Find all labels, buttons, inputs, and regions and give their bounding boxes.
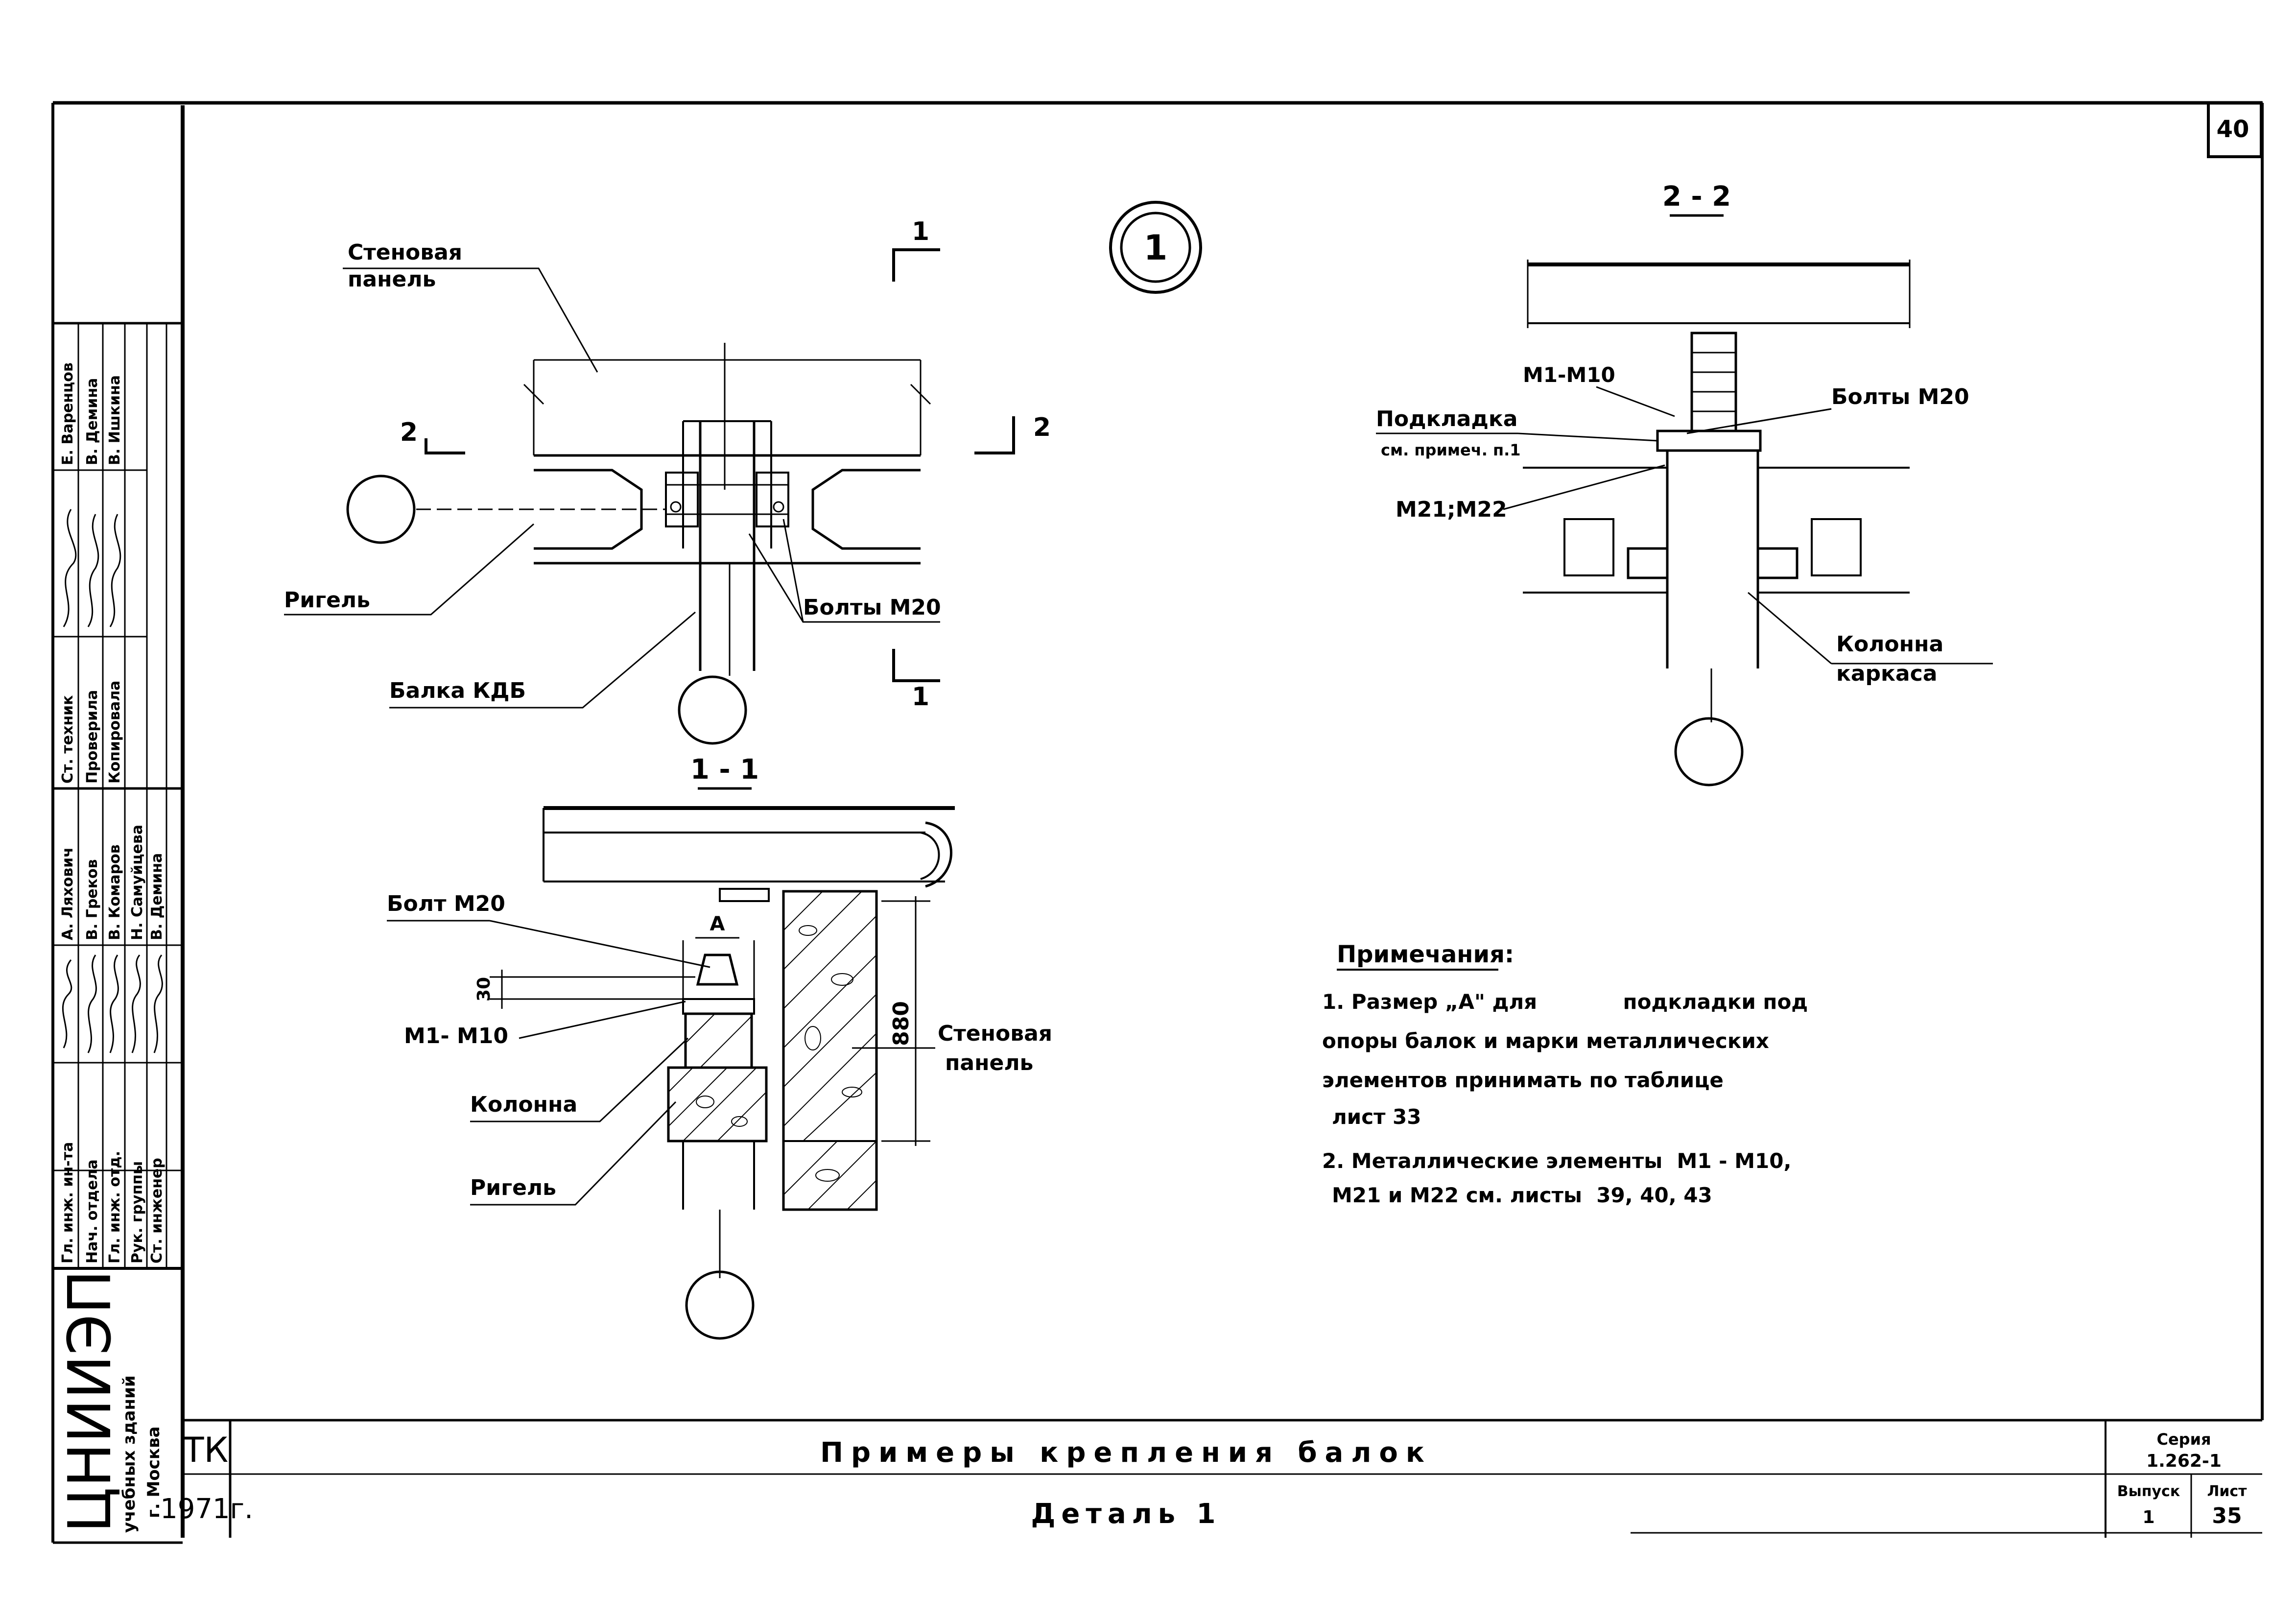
signature-2 <box>87 954 97 1053</box>
sec11-axis-marker <box>685 1270 755 1340</box>
sheet-number-box: 40 <box>2207 101 2263 158</box>
sheet-number: 40 <box>2217 116 2249 143</box>
sec11-bolt: Болт М20 <box>387 891 505 916</box>
stamp-top-role-2: Проверила <box>84 690 101 784</box>
org-name: ЦНИИЭП <box>56 1270 124 1533</box>
stamp-role-2: Нач. отдела <box>84 1159 101 1263</box>
sheet-label: Лист <box>2207 1483 2247 1500</box>
sec11-title: 1 - 1 <box>690 754 759 786</box>
title-block: ТК 1971г. Примеры крепления балок Деталь… <box>160 1419 2262 1538</box>
plan-sec-left-num: 2 <box>400 418 418 447</box>
sec22-m1m10: М1-М10 <box>1523 363 1615 387</box>
plan-beam: Балка КДБ <box>389 678 526 703</box>
issue-value: 1 <box>2142 1507 2154 1527</box>
notes-title: Примечания: <box>1337 941 1514 968</box>
sec11-dim-30: 30 <box>474 977 494 1001</box>
detail-marker: 1 <box>1109 201 1202 294</box>
signature-3 <box>109 954 119 1053</box>
notes-line-4: лист 33 <box>1332 1105 1421 1129</box>
stamp-name-4: Н. Самуйцева <box>129 825 146 940</box>
sec22-column-2: каркаса <box>1836 661 1937 686</box>
plan-wall-panel-2: панель <box>348 267 436 292</box>
notes-line-5: 2. Металлические элементы М1 - М10, <box>1322 1149 1791 1173</box>
stamp-name-5: В. Демина <box>148 853 166 940</box>
stamp-top-role-3: Копировала <box>106 681 123 784</box>
sec22-column-1: Колонна <box>1836 632 1943 657</box>
stamp-name-3: В. Комаров <box>106 844 123 940</box>
signature-5 <box>153 954 163 1053</box>
signature-8 <box>109 514 121 627</box>
stamp-name-1: А. Ляхович <box>59 847 76 940</box>
plan-wall-panel-1: Стеновая <box>348 240 462 265</box>
sec11-column: Колонна <box>470 1092 577 1117</box>
issue-label: Выпуск <box>2117 1483 2180 1500</box>
sec22-bolts: Болты М20 <box>1831 384 1969 409</box>
sec11-wall-panel-2: панель <box>945 1050 1033 1075</box>
series-value: 1.262-1 <box>2146 1451 2222 1471</box>
org-line-3: г. Москва <box>144 1427 164 1518</box>
sheet-frame <box>51 101 2264 1544</box>
notes-line-6: М21 и М22 см. листы 39, 40, 43 <box>1332 1183 1712 1207</box>
axis-marker-left <box>346 475 416 544</box>
detail-marker-number: 1 <box>1144 228 1168 268</box>
tk-label: ТК <box>183 1430 228 1470</box>
notes-line-2: опоры балок и марки металлических <box>1322 1029 1769 1053</box>
main-title: Примеры крепления балок <box>820 1437 1432 1469</box>
notes: Примечания: 1. Размер „А" для подкладки … <box>1322 941 1808 1207</box>
sec11-rigel: Ригель <box>470 1175 556 1200</box>
stamp-top-name-3: В. Ишкина <box>106 375 123 465</box>
stamp-role-4: Рук. группы <box>129 1161 146 1263</box>
sec11-dim-a: А <box>710 913 725 935</box>
stamp-top-name-1: Е. Варенцов <box>59 362 76 465</box>
plan-view: 1 1 2 2 Стеновая панель Ригель Балка КДБ… <box>284 217 1051 745</box>
org-line-2: учебных зданий <box>119 1375 139 1533</box>
plan-rigel: Ригель <box>284 588 370 613</box>
stamp-role-5: Ст. инженер <box>148 1158 166 1263</box>
year-label: 1971г. <box>160 1493 253 1525</box>
stamp-top-name-2: В. Демина <box>84 378 101 465</box>
sec22-title: 2 - 2 <box>1662 181 1731 213</box>
sec22-shim-note: см. примеч. п.1 <box>1381 441 1521 459</box>
stamp-top-role-1: Ст. техник <box>59 695 76 784</box>
subtitle: Деталь 1 <box>1031 1498 1222 1530</box>
sec11-m1m10: М1- М10 <box>404 1024 508 1048</box>
signature-1 <box>62 959 72 1048</box>
section-22: 2 - 2 М1-М10 Подкладка см. примеч. п <box>1376 181 1993 786</box>
series-label: Серия <box>2156 1430 2211 1449</box>
plan-sec-bottom-num: 1 <box>912 682 929 712</box>
sec22-m21m22: М21;М22 <box>1396 497 1507 522</box>
signature-4 <box>131 954 141 1053</box>
left-stamp: Гл. инж. ин-та Нач. отдела Гл. инж. отд.… <box>53 322 183 1533</box>
sheet-value: 35 <box>2212 1503 2242 1528</box>
sec22-shim: Подкладка <box>1376 406 1517 431</box>
sec11-wall-panel-1: Стеновая <box>938 1021 1052 1046</box>
axis-marker-bottom <box>678 675 747 745</box>
plan-sec-right-num: 2 <box>1033 413 1051 442</box>
notes-line-3: элементов принимать по таблице <box>1322 1068 1724 1092</box>
section-11: 1 - 1 <box>387 754 1052 1340</box>
concrete-hatch <box>783 891 877 1210</box>
sec11-dim-880: 880 <box>889 1001 914 1046</box>
plan-bolts: Болты М20 <box>803 595 941 620</box>
signature-7 <box>87 514 99 627</box>
stamp-name-2: В. Греков <box>84 859 101 940</box>
sec22-axis-marker <box>1674 717 1744 786</box>
stamp-role-3: Гл. инж. отд. <box>106 1151 123 1263</box>
signature-6 <box>63 509 77 627</box>
stamp-role-1: Гл. инж. ин-та <box>59 1142 76 1263</box>
notes-line-1: 1. Размер „А" для подкладки под <box>1322 990 1808 1014</box>
plan-sec-top-num: 1 <box>912 217 929 246</box>
